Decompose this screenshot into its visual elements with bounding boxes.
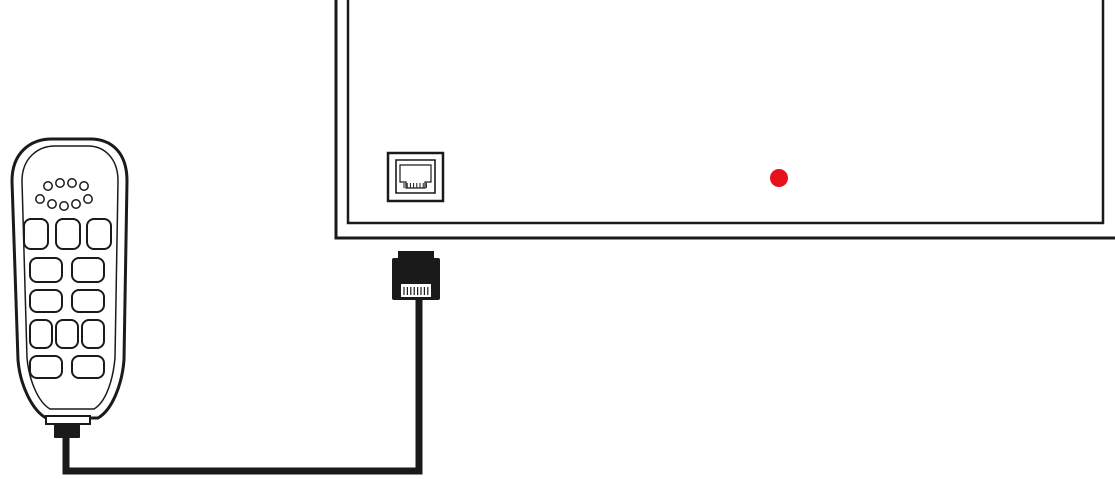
handset-button bbox=[29, 319, 53, 349]
handset-button bbox=[71, 289, 105, 313]
speaker-hole bbox=[71, 199, 81, 209]
handset-button bbox=[71, 355, 105, 379]
modular-jack-icon bbox=[386, 151, 445, 203]
handset-inner-outline bbox=[21, 145, 119, 410]
speaker-hole bbox=[59, 201, 69, 211]
handset-button bbox=[86, 218, 112, 250]
remote-control-icon bbox=[10, 137, 129, 438]
speaker-hole bbox=[83, 194, 93, 204]
speaker-hole bbox=[35, 194, 45, 204]
handset-button bbox=[81, 319, 105, 349]
handset-button bbox=[29, 257, 63, 283]
speaker-hole bbox=[43, 181, 53, 191]
speaker-hole bbox=[79, 181, 89, 191]
handset-button bbox=[29, 355, 63, 379]
control-box-inner-panel bbox=[346, 0, 1105, 225]
handset-button bbox=[71, 257, 105, 283]
speaker-hole bbox=[47, 199, 57, 209]
speaker-grille bbox=[35, 178, 93, 211]
handset-button bbox=[23, 218, 49, 250]
handset-button bbox=[55, 218, 81, 250]
speaker-hole bbox=[55, 178, 65, 188]
control-box bbox=[334, 0, 1115, 240]
indicator-led-icon bbox=[770, 169, 788, 187]
handset-button bbox=[55, 319, 79, 349]
modular-plug-icon bbox=[392, 251, 440, 300]
cable-icon bbox=[62, 300, 423, 475]
handset-buttons bbox=[23, 218, 112, 379]
handset-cable-boot bbox=[45, 415, 91, 425]
speaker-hole bbox=[67, 178, 77, 188]
handset-button bbox=[29, 289, 63, 313]
